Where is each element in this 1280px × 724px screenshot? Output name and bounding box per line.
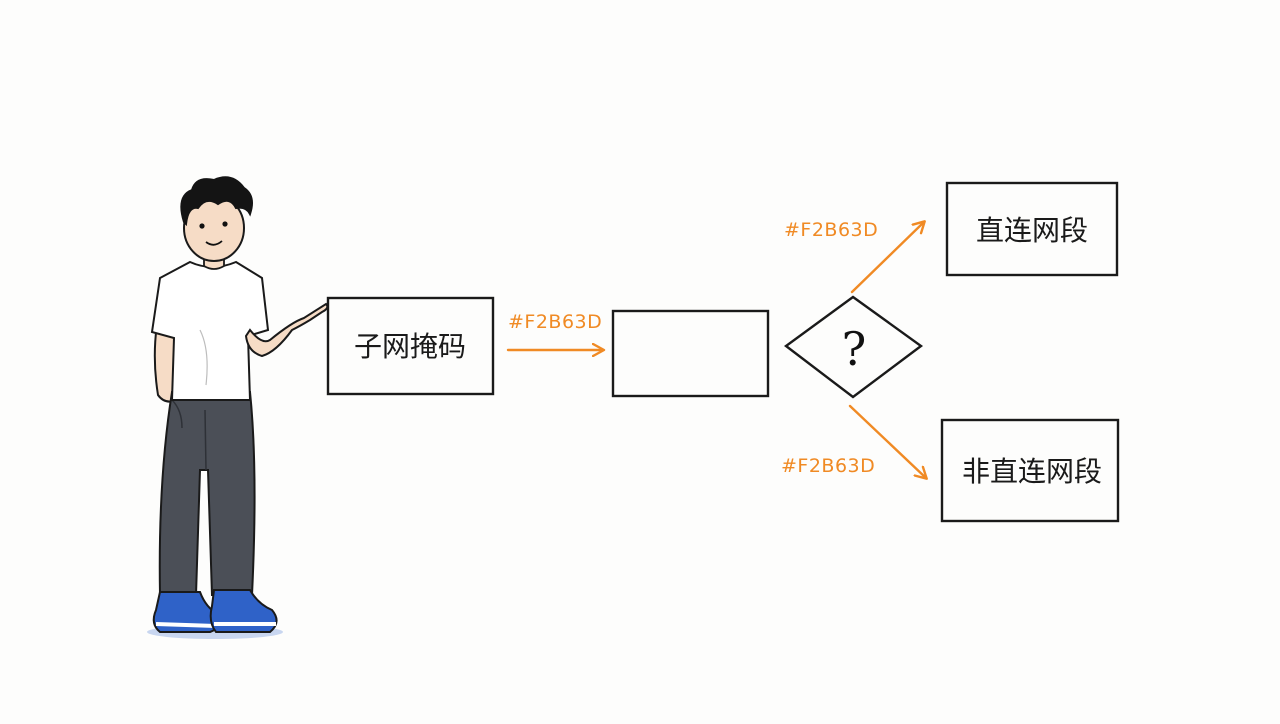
subnet-mask-label: 子网掩码 (354, 330, 466, 363)
arrow-lower-label: #F2B63D (781, 455, 875, 477)
hair (180, 176, 253, 227)
pants (158, 391, 256, 596)
pants-crease (204, 409, 207, 471)
subnet-mask-box: 子网掩码 (326, 296, 495, 396)
direct-network-box-frame (945, 181, 1119, 277)
pointing-arm (244, 302, 329, 358)
arrow-upper-line (850, 222, 924, 294)
decision-diamond-shape (783, 295, 924, 399)
decision-question-mark: ? (842, 322, 867, 376)
indirect-network-box-frame (940, 418, 1120, 523)
left-shoe-sole (155, 622, 217, 628)
direct-network-box: 直连网段 (945, 181, 1119, 277)
t-shirt (150, 260, 270, 401)
arrow-first-label: #F2B63D (508, 311, 602, 333)
middle-box (611, 309, 770, 398)
arrow-lower-line (848, 404, 926, 478)
decision-diamond: ? (783, 295, 924, 399)
eye-right (222, 221, 228, 227)
middle-box-frame (611, 309, 770, 398)
indirect-network-box: 非直连网段 (940, 418, 1120, 523)
person-illustration (147, 176, 329, 639)
shirt-fold (199, 329, 208, 386)
eye-left (199, 223, 205, 229)
arrow-first: #F2B63D (506, 311, 603, 350)
arrow-lower: #F2B63D (781, 404, 926, 478)
indirect-network-label: 非直连网段 (962, 455, 1102, 488)
pocket (171, 399, 183, 429)
smile (205, 240, 223, 246)
arrow-upper: #F2B63D (784, 219, 924, 294)
arrow-upper-label: #F2B63D (784, 219, 878, 241)
right-shoe (209, 589, 278, 633)
direct-network-label: 直连网段 (976, 214, 1088, 247)
subnet-mask-box-frame (326, 296, 495, 396)
